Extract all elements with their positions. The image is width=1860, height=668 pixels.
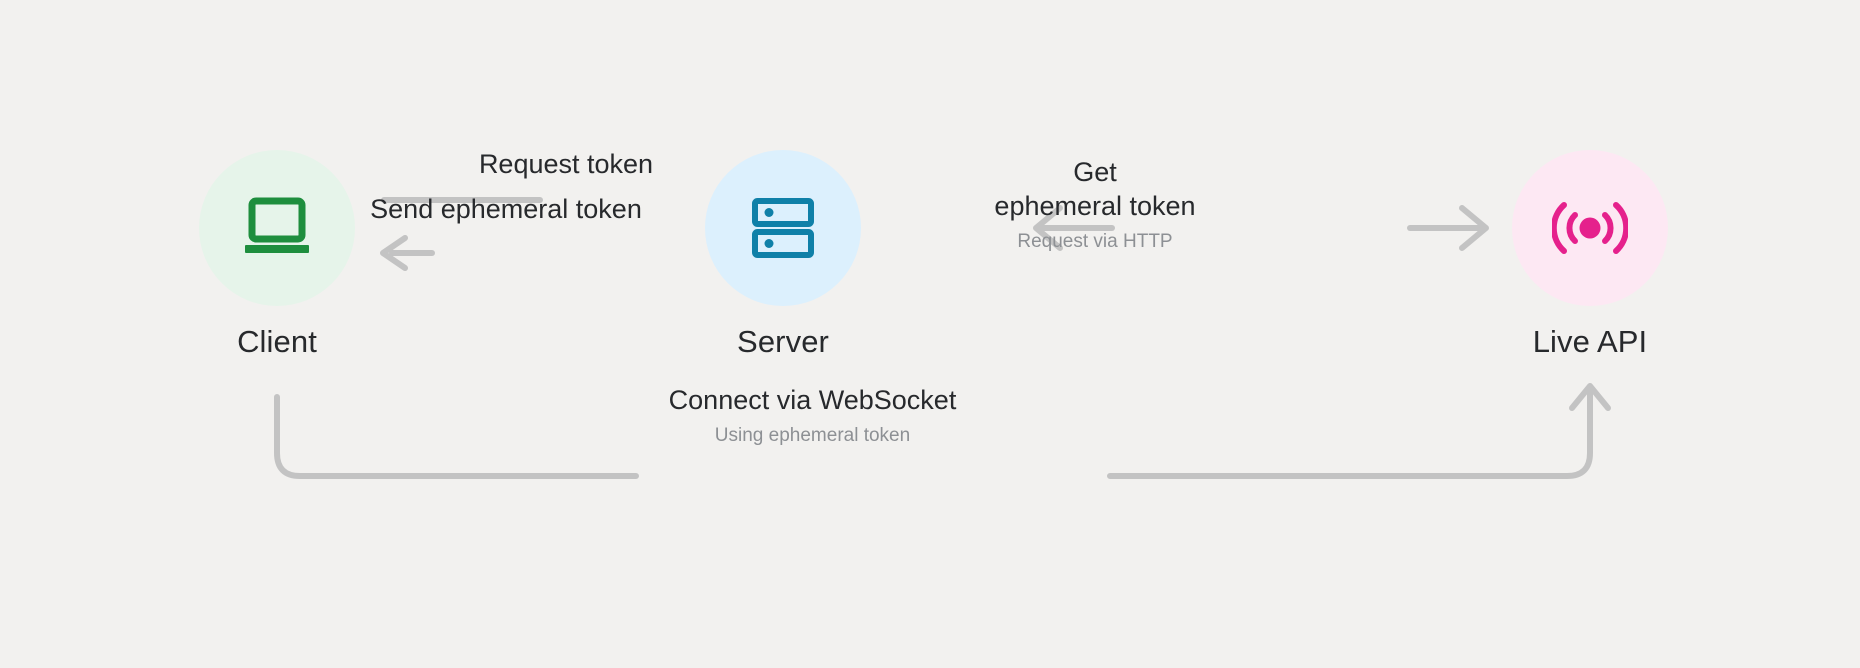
edge-label-get-ephemeral-token-line2: ephemeral token xyxy=(994,191,1196,221)
edge-label-get-ephemeral-token-line1: Get xyxy=(1073,157,1117,187)
edge-label-send-ephemeral-token: Send ephemeral token xyxy=(356,192,656,226)
edge-websocket-path-right xyxy=(1107,385,1593,479)
edge-label-get-ephemeral-token: Get ephemeral token Request via HTTP xyxy=(970,155,1220,255)
edge-get-token-left-arrowhead-icon xyxy=(1033,205,1063,251)
edge-label-send-ephemeral-token-text: Send ephemeral token xyxy=(370,194,642,224)
node-client-circle xyxy=(199,150,355,306)
node-live-api-label: Live API xyxy=(1532,324,1648,359)
edge-sublabel-request-via-http: Request via HTTP xyxy=(1017,231,1173,252)
edge-label-request-token-text: Request token xyxy=(478,149,654,179)
node-live-api-circle xyxy=(1512,150,1668,306)
node-client[interactable]: Client xyxy=(197,150,357,360)
node-server-label: Server xyxy=(737,324,829,359)
node-live-api[interactable]: Live API xyxy=(1510,150,1670,360)
node-client-label: Client xyxy=(237,324,317,359)
edge-connect-websocket xyxy=(274,383,1611,479)
edge-get-token-left xyxy=(1033,205,1115,251)
edge-send-token-arrowhead-icon xyxy=(380,235,408,271)
edge-websocket-path-left xyxy=(274,394,639,479)
edge-label-connect-websocket: Connect via WebSocket Using ephemeral to… xyxy=(645,383,980,449)
edge-sublabel-using-ephemeral-token: Using ephemeral token xyxy=(714,425,911,446)
node-server-circle xyxy=(705,150,861,306)
server-rack-icon xyxy=(752,198,814,258)
edge-get-token-right-arrowhead-icon xyxy=(1459,205,1489,251)
laptop-icon xyxy=(245,197,309,253)
edge-label-request-token: Request token xyxy=(466,147,666,181)
edge-websocket-arrowhead-icon xyxy=(1569,383,1611,411)
edge-get-token-right xyxy=(1407,205,1489,251)
broadcast-signal-icon xyxy=(1552,202,1628,254)
edge-label-connect-websocket-text: Connect via WebSocket xyxy=(668,385,957,415)
node-server[interactable]: Server xyxy=(703,150,863,360)
